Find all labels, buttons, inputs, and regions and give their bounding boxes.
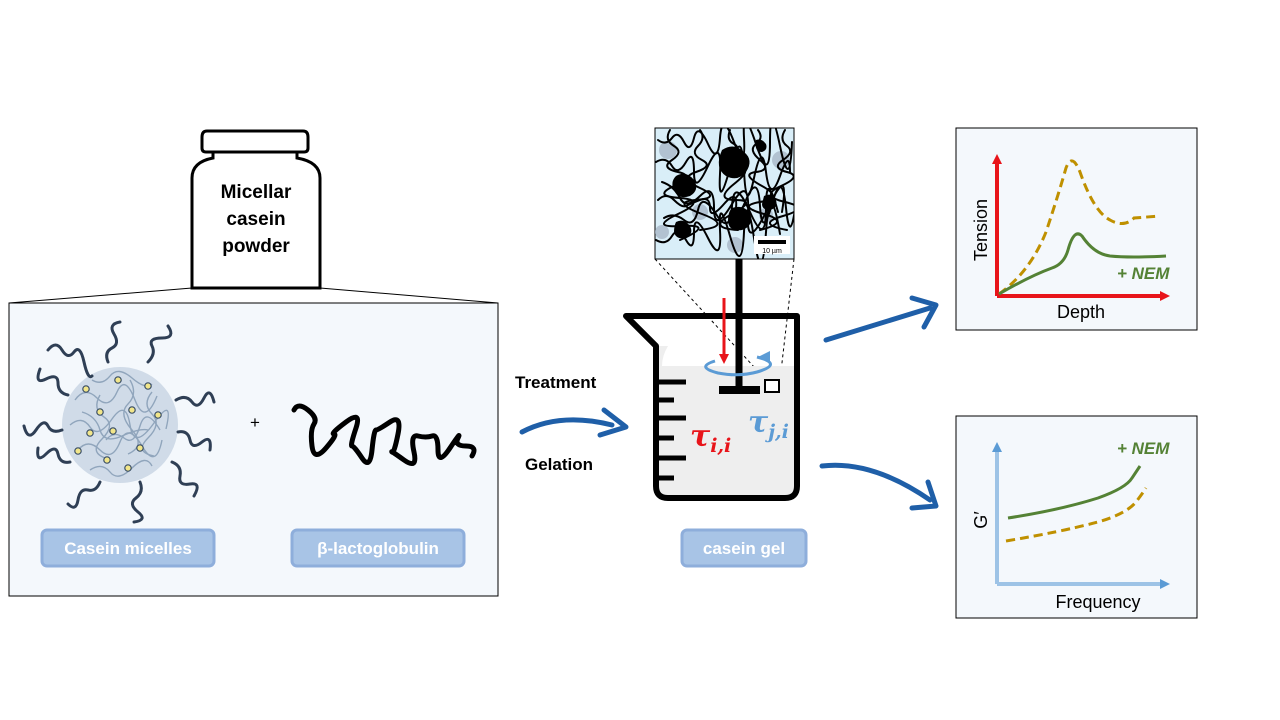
casein-powder-jar: Micellar casein powder	[190, 129, 322, 290]
casein-gel-label: casein gel	[703, 539, 785, 558]
casein-micelle-illustration	[22, 320, 216, 524]
ingredients-box: + Casein micelles β-lactoglobulin	[8, 302, 499, 597]
tension-depth-chart: Tension Depth + NEM	[955, 127, 1198, 331]
gel-fill	[656, 346, 797, 498]
beta-lactoglobulin-chain	[291, 403, 477, 467]
process-step: Treatment Gelation	[515, 373, 629, 474]
frequency-x-label: Frequency	[1055, 592, 1140, 612]
tau-blue-subscript: j,i	[764, 421, 789, 443]
output-arrow-bottom-shaft	[819, 462, 933, 503]
process-arrow-head	[597, 407, 629, 438]
jar-label-line-3: powder	[222, 236, 290, 257]
depth-x-label: Depth	[1057, 302, 1105, 322]
beaker: τi,i τj,i	[623, 259, 800, 501]
rotation-arc	[704, 355, 772, 377]
casein-micelles-label: Casein micelles	[64, 539, 192, 558]
tension-chart-frame	[955, 127, 1198, 331]
output-arrow-top-head	[909, 295, 939, 330]
beta-lactoglobulin-pill	[290, 528, 466, 568]
jar-label-line-1: Micellar	[221, 182, 292, 203]
jar-lid	[200, 129, 310, 154]
rotation-arrow-head	[758, 351, 770, 363]
graduation-marks	[656, 379, 686, 481]
scale-bar	[758, 240, 786, 244]
tau-blue-symbol: τj,i	[748, 405, 789, 443]
output-arrow-top	[823, 295, 939, 343]
micrograph-inset: 10 µm	[654, 127, 795, 381]
calcium-phosphate-nanoclusters	[74, 376, 162, 472]
output-arrow-top-shaft	[823, 305, 933, 343]
gelation-label: Gelation	[525, 455, 593, 474]
modulus-dashed-curve	[1005, 487, 1148, 543]
treatment-label: Treatment	[515, 373, 597, 392]
micrograph-network	[655, 128, 794, 259]
beta-lactoglobulin-label: β-lactoglobulin	[317, 539, 439, 558]
inset-zoom-line-right	[779, 258, 795, 381]
modulus-frequency-chart: G′ Frequency + NEM	[955, 415, 1198, 619]
tension-y-label: Tension	[971, 199, 991, 261]
zoom-line-right	[319, 287, 499, 304]
modulus-nem-curve	[1007, 465, 1142, 520]
casein-gel-pill	[680, 528, 808, 568]
zoom-region-marker	[764, 379, 780, 393]
tension-nem-curve	[998, 232, 1167, 296]
micelle-core	[62, 367, 178, 483]
tau-red-subscript: i,i	[710, 435, 731, 457]
beaker-outline	[623, 313, 800, 501]
zoom-line-left	[8, 287, 193, 304]
output-arrow-bottom	[819, 462, 939, 511]
output-arrow-bottom-head	[909, 479, 939, 511]
tension-dashed-curve	[998, 159, 1161, 296]
tau-red-glyph: τ	[690, 419, 711, 454]
jar-label-line-2: casein	[226, 209, 285, 230]
process-arrow-shaft	[519, 417, 615, 435]
tension-nem-annotation: + NEM	[1117, 264, 1170, 283]
scale-bar-label: 10 µm	[762, 248, 782, 255]
casein-micelles-pill	[40, 528, 216, 568]
kappa-casein-hairs	[22, 320, 216, 524]
tau-red-symbol: τi,i	[690, 419, 731, 457]
plus-sign: +	[250, 413, 260, 432]
modulus-y-label: G′	[971, 511, 991, 529]
modulus-nem-annotation: + NEM	[1117, 439, 1170, 458]
tau-blue-glyph: τ	[748, 405, 769, 440]
